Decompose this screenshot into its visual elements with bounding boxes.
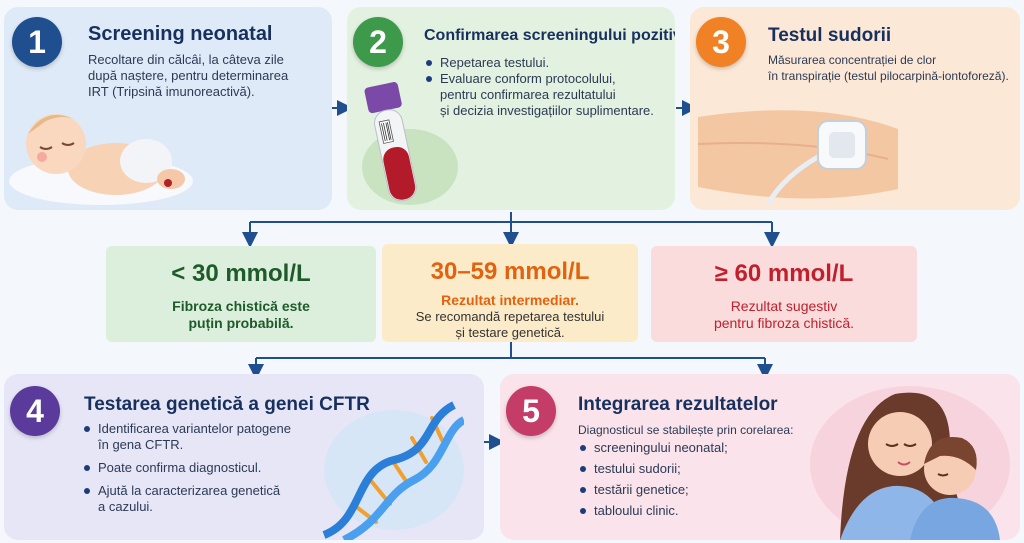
result-intermediate-note: Se recomandă repetarea testului și testa… <box>415 309 605 340</box>
step3-title: Testul sudorii <box>768 25 892 46</box>
result-high-value: ≥ 60 mmol/L <box>714 260 854 287</box>
result-intermediate-value: 30–59 mmol/L <box>430 258 590 285</box>
list-item: Repetarea testului. <box>424 55 674 71</box>
mother-child-illustration <box>810 386 1010 540</box>
step5-title: Integrarea rezultatelor <box>578 394 778 415</box>
step5-intro: Diagnosticul se stabilește prin corelare… <box>578 423 794 437</box>
step2-badge: 2 <box>353 17 403 67</box>
dna-helix-icon <box>322 401 464 540</box>
step3-badge: 3 <box>696 17 746 67</box>
step1-title: Screening neonatal <box>88 23 273 45</box>
step5-card: 5 Integrarea rezultatelor Diagnosticul s… <box>500 374 1020 540</box>
step2-title: Confirmarea screeningului pozitiv <box>424 27 675 44</box>
list-item: Evaluare conform protocolului, <box>424 71 674 87</box>
step4-badge: 4 <box>10 386 60 436</box>
list-item: testării genetice; <box>578 482 798 498</box>
result-low: < 30 mmol/L Fibroza chistică este puțin … <box>106 246 376 342</box>
blood-tube-icon <box>362 82 458 205</box>
result-high: ≥ 60 mmol/L Rezultat sugestiv pentru fib… <box>651 246 917 342</box>
step3-card: 3 Testul sudorii Măsurarea concentrației… <box>690 7 1020 210</box>
list-item: Poate confirma diagnosticul. <box>82 460 332 476</box>
step1-description: Recoltare din călcâi, la câteva zile dup… <box>88 52 289 99</box>
list-item: screeningului neonatal; <box>578 440 798 456</box>
step2-extra: pentru confirmarea rezultatului și deciz… <box>440 87 654 118</box>
result-low-text: Fibroza chistică este puțin probabilă. <box>172 298 310 331</box>
step2-card: 2 Confirmarea screeningului pozitiv Repe… <box>347 7 675 210</box>
step1-badge: 1 <box>12 17 62 67</box>
list-item: tabloului clinic. <box>578 503 798 519</box>
baby-illustration <box>9 114 193 205</box>
list-item: testului sudorii; <box>578 461 798 477</box>
result-low-value: < 30 mmol/L <box>171 260 311 287</box>
step4-title: Testarea genetică a genei CFTR <box>84 394 370 415</box>
step4-card: 4 Testarea genetică a genei CFTR Identif… <box>4 374 484 540</box>
sweat-test-patch-icon <box>698 110 898 206</box>
step1-card: 1 Screening neonatal Recoltare din călcâ… <box>4 7 332 210</box>
result-high-text: Rezultat sugestiv pentru fibroza chistic… <box>713 298 855 331</box>
step3-description: Măsurarea concentrației de clor în trans… <box>768 53 1009 83</box>
step2-list: Repetarea testului. Evaluare conform pro… <box>424 55 674 87</box>
step5-badge: 5 <box>506 386 556 436</box>
result-intermediate-text: Rezultat intermediar. <box>441 292 579 308</box>
result-intermediate: 30–59 mmol/L Rezultat intermediar. Se re… <box>382 244 638 342</box>
step5-list: screeningului neonatal; testului sudorii… <box>578 440 798 524</box>
